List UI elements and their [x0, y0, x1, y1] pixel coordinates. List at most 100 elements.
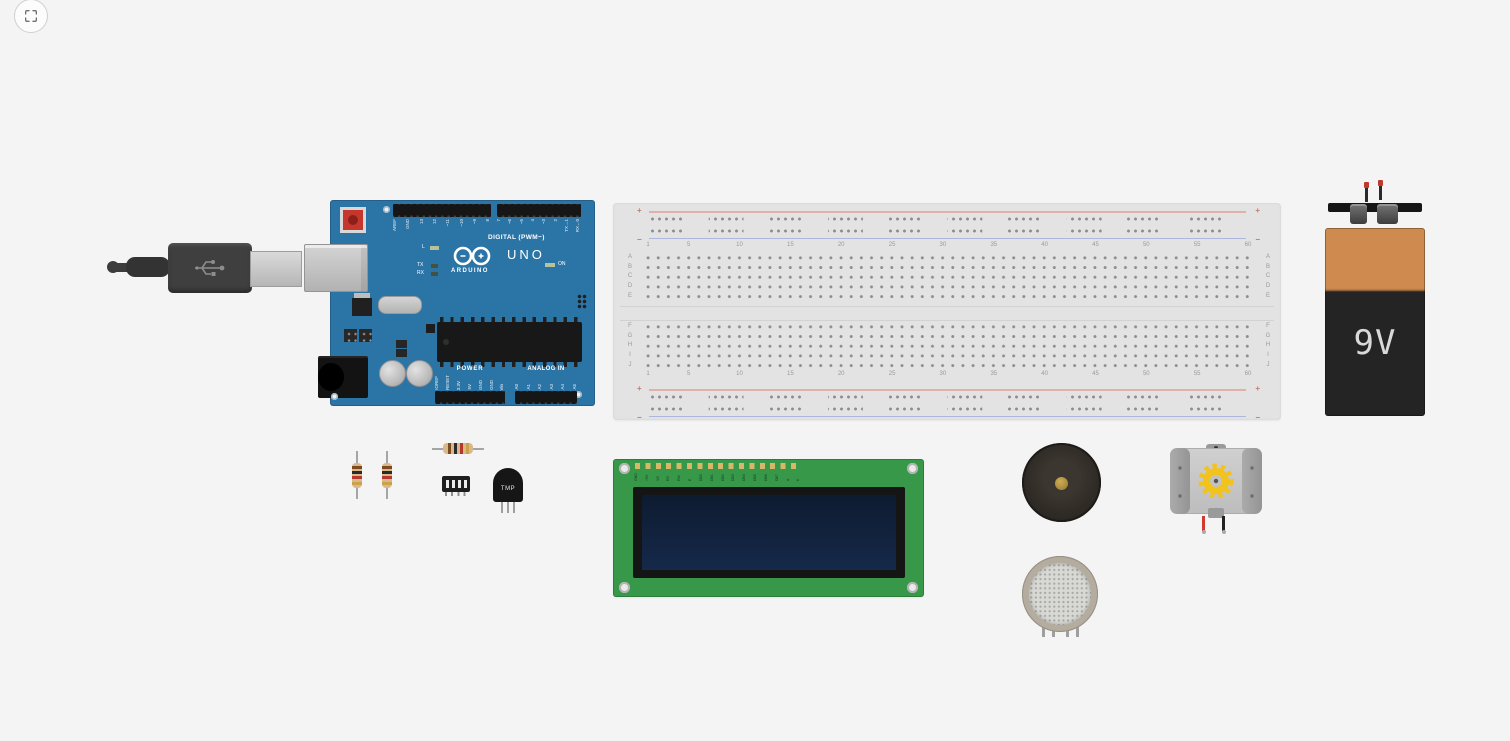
breadboard-grid-top[interactable] — [643, 253, 1254, 302]
lcd-pin-header[interactable] — [635, 463, 801, 469]
breadboard-row-label: B — [627, 263, 632, 270]
gas-sensor[interactable] — [1022, 556, 1098, 640]
arduino-pin-label: IOREF — [434, 376, 439, 390]
smd-component — [396, 340, 407, 348]
crystal-oscillator — [378, 296, 422, 314]
arduino-pin-label: AREF — [392, 219, 397, 232]
battery-positive-terminal[interactable] — [1350, 204, 1367, 224]
arduino-pin-label: ~5 — [518, 219, 524, 225]
power-header[interactable] — [435, 391, 505, 404]
breadboard-column-label: 45 — [1092, 242, 1099, 248]
lcd-pin-label: DB1 — [709, 474, 714, 481]
tmp36-temperature-sensor[interactable]: TMP — [493, 468, 523, 514]
arduino-pin-label: A1 — [525, 384, 531, 390]
smd-component — [426, 324, 435, 333]
resistor-body — [443, 443, 473, 454]
arduino-reset-button[interactable] — [340, 207, 366, 233]
arduino-pin-label: TX→1 — [564, 219, 570, 232]
resistor-band — [382, 476, 392, 479]
power-silkscreen-label: POWER — [456, 366, 484, 372]
tmp36-body: TMP — [493, 468, 523, 502]
arduino-pin-label: GND — [405, 219, 411, 229]
breadboard-row-label: A — [1265, 254, 1270, 260]
breadboard-column-label: 20 — [837, 242, 845, 248]
battery-body[interactable]: 9V — [1325, 228, 1425, 416]
battery-9v[interactable]: 9V — [1325, 180, 1425, 416]
arduino-pin-label: 3.3V — [455, 380, 461, 390]
rail-plus-mark: + — [637, 206, 642, 215]
led-tx-label: TX — [417, 262, 424, 268]
arduino-pin-label: A5 — [571, 384, 577, 390]
battery-negative-terminal[interactable] — [1377, 204, 1398, 224]
lcd-pin-label: A — [785, 478, 790, 481]
usb-trident-icon — [195, 260, 225, 276]
dc-motor[interactable] — [1170, 444, 1262, 534]
lcd-screw — [619, 582, 630, 593]
breadboard-grid-bottom[interactable] — [643, 322, 1254, 371]
breadboard-row-label: I — [1267, 352, 1269, 359]
arduino-pin-label: Vin — [499, 383, 505, 390]
arduino-pin-label: 7 — [496, 219, 501, 222]
mount-hole — [575, 391, 582, 398]
led-rx-label: RX — [417, 270, 424, 276]
usb-cable-ferrite — [126, 257, 170, 277]
center-groove — [620, 306, 1274, 307]
usb-plug-body[interactable] — [168, 243, 252, 293]
resistor-body — [382, 463, 392, 488]
resistor-body — [352, 463, 362, 488]
arduino-pcb[interactable] — [330, 200, 595, 406]
dip-switch[interactable] — [442, 476, 470, 496]
breadboard-row-label: A — [627, 254, 632, 260]
breadboard-row-label: E — [627, 292, 632, 299]
breadboard-row-label: I — [629, 352, 631, 359]
piezo-buzzer[interactable] — [1022, 443, 1101, 522]
breadboard-column-label: 30 — [939, 242, 947, 248]
breadboard-column-label: 45 — [1092, 371, 1099, 377]
resistor-band — [382, 466, 392, 469]
tmp36-leg — [513, 502, 515, 513]
analog-silkscreen-label: ANALOG IN — [527, 366, 565, 372]
digital-header-left[interactable] — [393, 204, 491, 217]
led-tx — [431, 264, 438, 268]
breadboard-row-label: H — [1265, 342, 1271, 349]
breadboard-column-label: 60 — [1244, 371, 1252, 377]
resistor-horizontal[interactable] — [432, 443, 484, 455]
rail-plus-mark: + — [1255, 206, 1260, 215]
arduino-pin-label: 5V — [466, 384, 472, 390]
breadboard-column-label: 25 — [888, 371, 896, 377]
breadboard-column-label: 15 — [787, 371, 794, 377]
motor-wire-positive[interactable] — [1201, 516, 1206, 534]
electrolytic-capacitor — [406, 360, 433, 387]
breadboard-row-label: C — [627, 273, 633, 280]
tmp36-leg — [507, 502, 509, 513]
lcd-pin-label: RW — [677, 475, 682, 481]
breadboard-power-rail-bottom[interactable]: + + − − — [637, 385, 1260, 422]
battery-terminal-stub — [1364, 182, 1369, 202]
led-l-label: L — [422, 244, 425, 250]
breadboard-power-rail-top[interactable]: + + − − — [637, 207, 1260, 244]
resistor-vertical[interactable] — [381, 451, 393, 499]
breadboard-row-label: C — [1265, 273, 1271, 280]
arduino-pin-label: 8 — [485, 219, 491, 222]
motor-wire-negative[interactable] — [1221, 516, 1226, 534]
reset-button-plunger — [348, 215, 358, 225]
fullscreen-button[interactable] — [14, 0, 48, 33]
breadboard-row-label: J — [1266, 361, 1270, 368]
digital-header-right[interactable] — [497, 204, 581, 217]
arduino-pin-label: GND — [477, 380, 483, 390]
arduino-usb-socket — [304, 244, 368, 292]
lcd-pin-label: DB5 — [753, 474, 758, 481]
led-on — [545, 263, 555, 267]
analog-header[interactable] — [515, 391, 577, 404]
lcd-pin-label: RS — [666, 476, 671, 481]
buzzer-center-contact — [1055, 477, 1068, 490]
resistor-vertical[interactable] — [351, 451, 363, 499]
arduino-logo-icon — [453, 246, 491, 266]
